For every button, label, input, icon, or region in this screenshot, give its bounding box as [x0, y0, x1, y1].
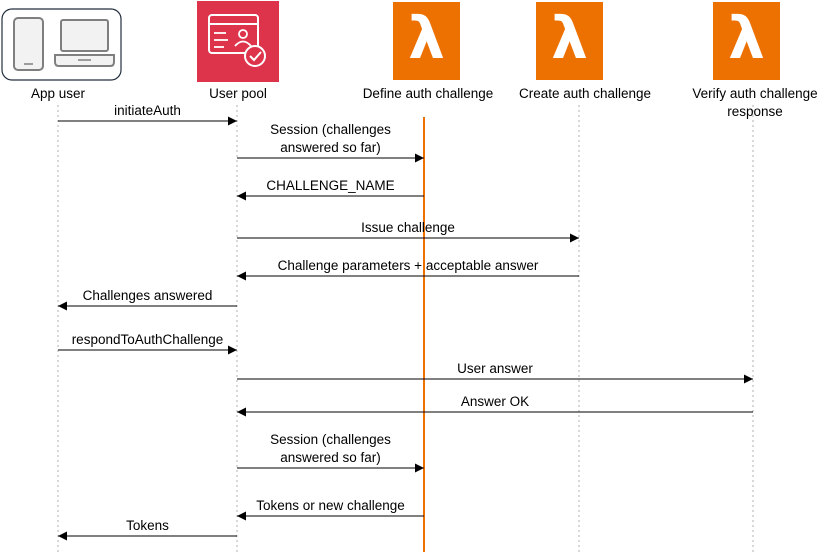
- create-auth-challenge-lambda-icon: λ: [536, 2, 603, 80]
- message-label: Session (challenges: [270, 122, 391, 137]
- message-label: Tokens or new challenge: [256, 498, 405, 513]
- message-label: User answer: [457, 361, 533, 376]
- message-label: Answer OK: [461, 394, 529, 409]
- define-auth-challenge-lambda-icon: λ: [393, 2, 460, 80]
- verify-participant-label: response: [727, 104, 783, 119]
- mobile-and-laptop-icon: [1, 8, 122, 81]
- cognito-user-pool-icon: [197, 1, 279, 82]
- message-label: respondToAuthChallenge: [72, 332, 224, 347]
- verify-participant-label: Verify auth challenge: [692, 86, 817, 101]
- message-label: Session (challenges: [270, 432, 391, 447]
- lifelines: [57, 105, 754, 552]
- verify-auth-challenge-lambda-icon: λ: [713, 2, 780, 80]
- message-3: CHALLENGE_NAME: [237, 178, 424, 201]
- message-6: Challenges answered: [58, 288, 237, 311]
- svg-text:λ: λ: [408, 4, 445, 72]
- message-label: Challenges answered: [83, 288, 213, 303]
- participant-labels: App user User pool Define auth challenge Cr…: [31, 86, 818, 119]
- message-label: initiateAuth: [114, 103, 181, 118]
- message-label: Challenge parameters + acceptable answer: [278, 258, 539, 273]
- message-label: Tokens: [126, 518, 169, 533]
- message-9: Answer OK: [237, 394, 753, 417]
- svg-text:λ: λ: [551, 4, 588, 72]
- message-label: CHALLENGE_NAME: [266, 178, 394, 193]
- message-8: User answer: [237, 361, 753, 384]
- message-10: Session (challenges answered so far): [237, 432, 424, 473]
- message-12: Tokens: [58, 518, 237, 541]
- message-11: Tokens or new challenge: [237, 498, 424, 521]
- message-label: answered so far): [280, 140, 381, 155]
- message-1: initiateAuth: [58, 103, 237, 126]
- message-label: Issue challenge: [361, 220, 455, 235]
- message-4: Issue challenge: [237, 220, 579, 243]
- define-participant-label: Define auth challenge: [363, 86, 494, 101]
- app-participant-label: App user: [31, 86, 86, 101]
- create-participant-label: Create auth challenge: [519, 86, 651, 101]
- message-7: respondToAuthChallenge: [58, 332, 237, 355]
- message-label: answered so far): [280, 450, 381, 465]
- message-2: Session (challenges answered so far): [237, 122, 424, 163]
- pool-participant-label: User pool: [209, 86, 267, 101]
- message-5: Challenge parameters + acceptable answer: [237, 258, 579, 281]
- svg-text:λ: λ: [728, 4, 765, 72]
